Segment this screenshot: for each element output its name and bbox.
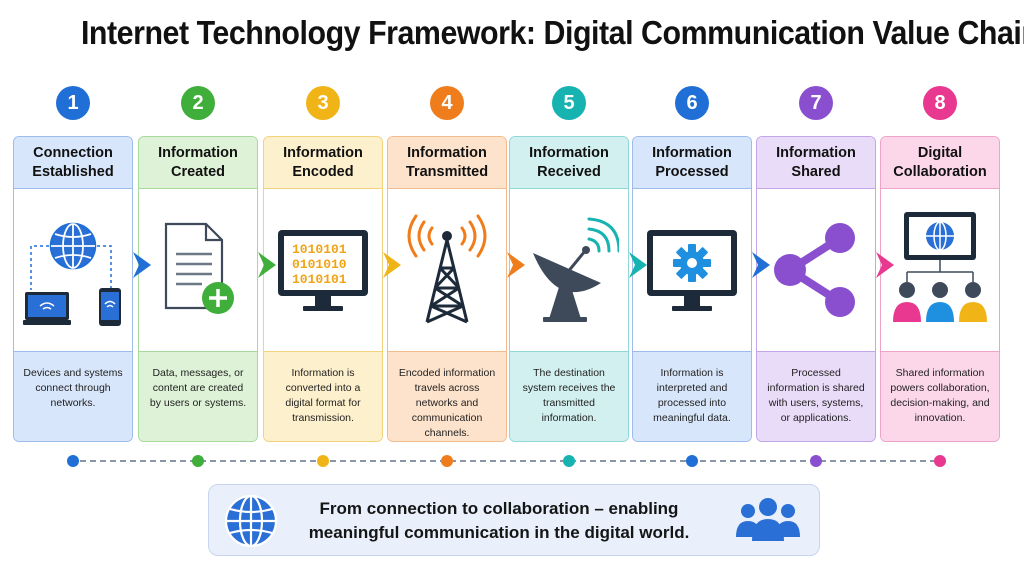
svg-text:1010101: 1010101: [292, 272, 347, 287]
svg-text:0101010: 0101010: [292, 257, 347, 272]
svg-text:1010101: 1010101: [292, 242, 347, 257]
step-number-badge: 3: [306, 86, 340, 120]
network-devices-icon: [14, 195, 131, 345]
stage-title: Information Received: [510, 137, 628, 189]
stage-card: Information Created Data, messages, or c…: [138, 136, 258, 442]
stage-card: Information Transmitted Encoded informat…: [387, 136, 507, 442]
stage-title: Digital Collaboration: [881, 137, 999, 189]
step-number-badge: 8: [923, 86, 957, 120]
stage-description: Information is interpreted and processed…: [633, 351, 751, 441]
step-number-badge: 7: [799, 86, 833, 120]
chevron-right-icon: [874, 250, 896, 280]
stage-description: The destination system receives the tran…: [510, 351, 628, 441]
step-number-badge: 6: [675, 86, 709, 120]
timeline-dot: [192, 455, 204, 467]
stage-title: Information Encoded: [264, 137, 382, 189]
timeline-dot: [810, 455, 822, 467]
chevron-right-icon: [505, 250, 527, 280]
summary-banner: From connection to collaboration – enabl…: [208, 484, 820, 556]
stage-2: 2 Information Created Data, messages, or…: [138, 0, 258, 576]
team-icon: [735, 497, 801, 548]
timeline-dot: [441, 455, 453, 467]
timeline-dot: [67, 455, 79, 467]
stage-description: Information is converted into a digital …: [264, 351, 382, 441]
step-number-badge: 1: [56, 86, 90, 120]
chevron-right-icon: [256, 250, 278, 280]
stage-card: Information Received The destination sys…: [509, 136, 629, 442]
stage-description: Encoded information travels across netwo…: [388, 351, 506, 441]
stage-card: Information Shared Processed information…: [756, 136, 876, 442]
stage-description: Data, messages, or content are created b…: [139, 351, 257, 441]
banner-text: From connection to collaboration – enabl…: [308, 499, 690, 542]
stage-title: Information Processed: [633, 137, 751, 189]
share-icon: [757, 195, 874, 345]
chevron-right-icon: [750, 250, 772, 280]
stage-7: 7 Information Shared Processed informati…: [756, 0, 876, 576]
stage-5: 5 Information Received The destination s…: [509, 0, 629, 576]
stage-title: Information Transmitted: [388, 137, 506, 189]
stage-title: Information Created: [139, 137, 257, 189]
collaboration-icon: [881, 195, 998, 345]
stage-card: Information Processed Information is int…: [632, 136, 752, 442]
stage-4: 4 Information Transmitted Encoded inform…: [387, 0, 507, 576]
stage-description: Shared information powers collaboration,…: [881, 351, 999, 441]
transmission-tower-icon: [388, 195, 505, 345]
chevron-right-icon: [627, 250, 649, 280]
stage-card: Digital Collaboration Shared information…: [880, 136, 1000, 442]
chevron-right-icon: [381, 250, 403, 280]
stage-card: Connection Established Devices and sy: [13, 136, 133, 442]
stage-description: Processed information is shared with use…: [757, 351, 875, 441]
globe-icon: [223, 493, 279, 554]
stage-title: Connection Established: [14, 137, 132, 189]
stage-8: 8 Digital Collaboration Shared informati…: [880, 0, 1000, 576]
timeline-dot: [934, 455, 946, 467]
satellite-dish-icon: [510, 195, 627, 345]
step-number-badge: 4: [430, 86, 464, 120]
chevron-right-icon: [131, 250, 153, 280]
timeline-dot: [563, 455, 575, 467]
gear-monitor-icon: [633, 195, 750, 345]
step-number-badge: 5: [552, 86, 586, 120]
stage-1: 1 Connection Established D: [13, 0, 133, 576]
timeline-dot: [317, 455, 329, 467]
stage-6: 6 Information Processed Information is i…: [632, 0, 752, 576]
stage-description: Devices and systems connect through netw…: [14, 351, 132, 441]
timeline-line: [70, 460, 946, 462]
page-title: Internet Technology Framework: Digital C…: [80, 14, 1024, 51]
timeline-dot: [686, 455, 698, 467]
document-add-icon: [139, 195, 256, 345]
step-number-badge: 2: [181, 86, 215, 120]
stage-title: Information Shared: [757, 137, 875, 189]
